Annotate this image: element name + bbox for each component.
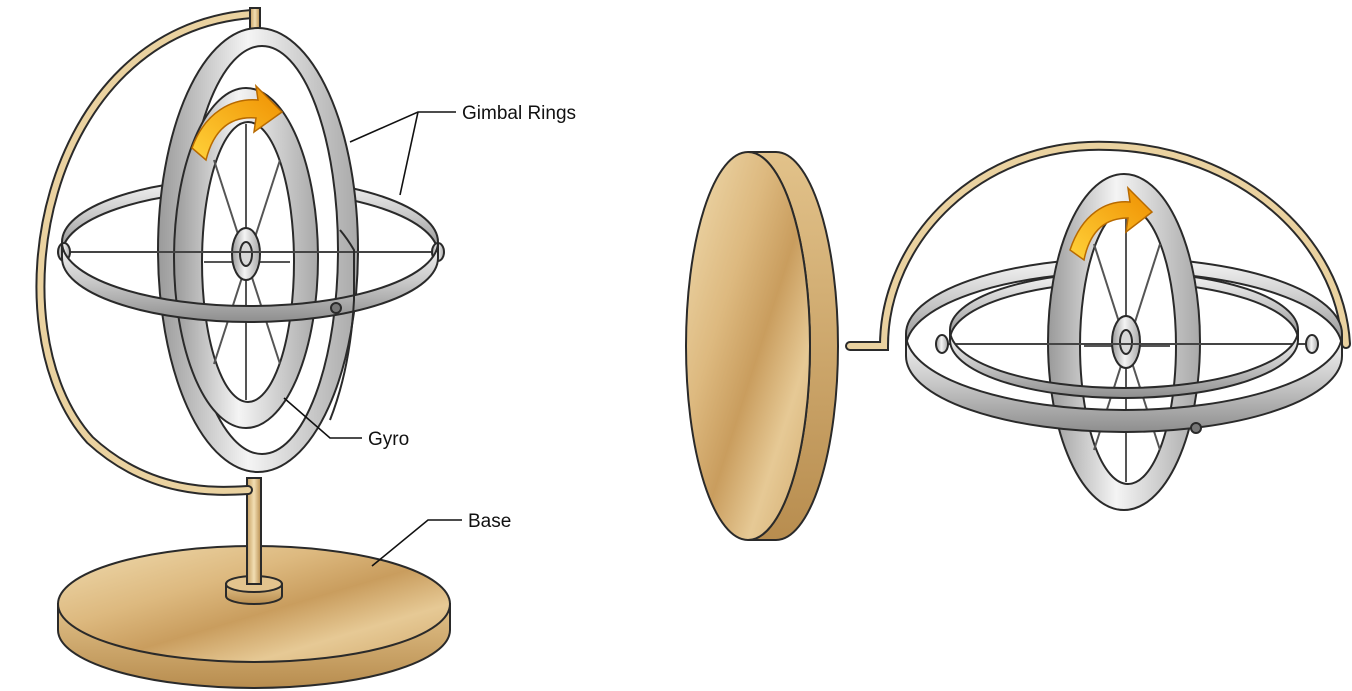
gimbal-rings-callout: Gimbal Rings — [350, 103, 576, 195]
ring-rivet-right — [1191, 423, 1201, 433]
left-gyroscope — [40, 8, 450, 688]
base-callout: Base — [372, 511, 511, 566]
gyro-rotor-right — [1048, 174, 1200, 510]
ring-rivet — [331, 303, 341, 313]
gyro-label: Gyro — [368, 429, 409, 450]
base-label: Base — [468, 511, 511, 532]
right-gyroscope — [686, 146, 1346, 540]
pedestal — [226, 478, 282, 604]
gimbal-rings-label: Gimbal Rings — [462, 103, 576, 124]
base-disc-side — [686, 152, 838, 540]
